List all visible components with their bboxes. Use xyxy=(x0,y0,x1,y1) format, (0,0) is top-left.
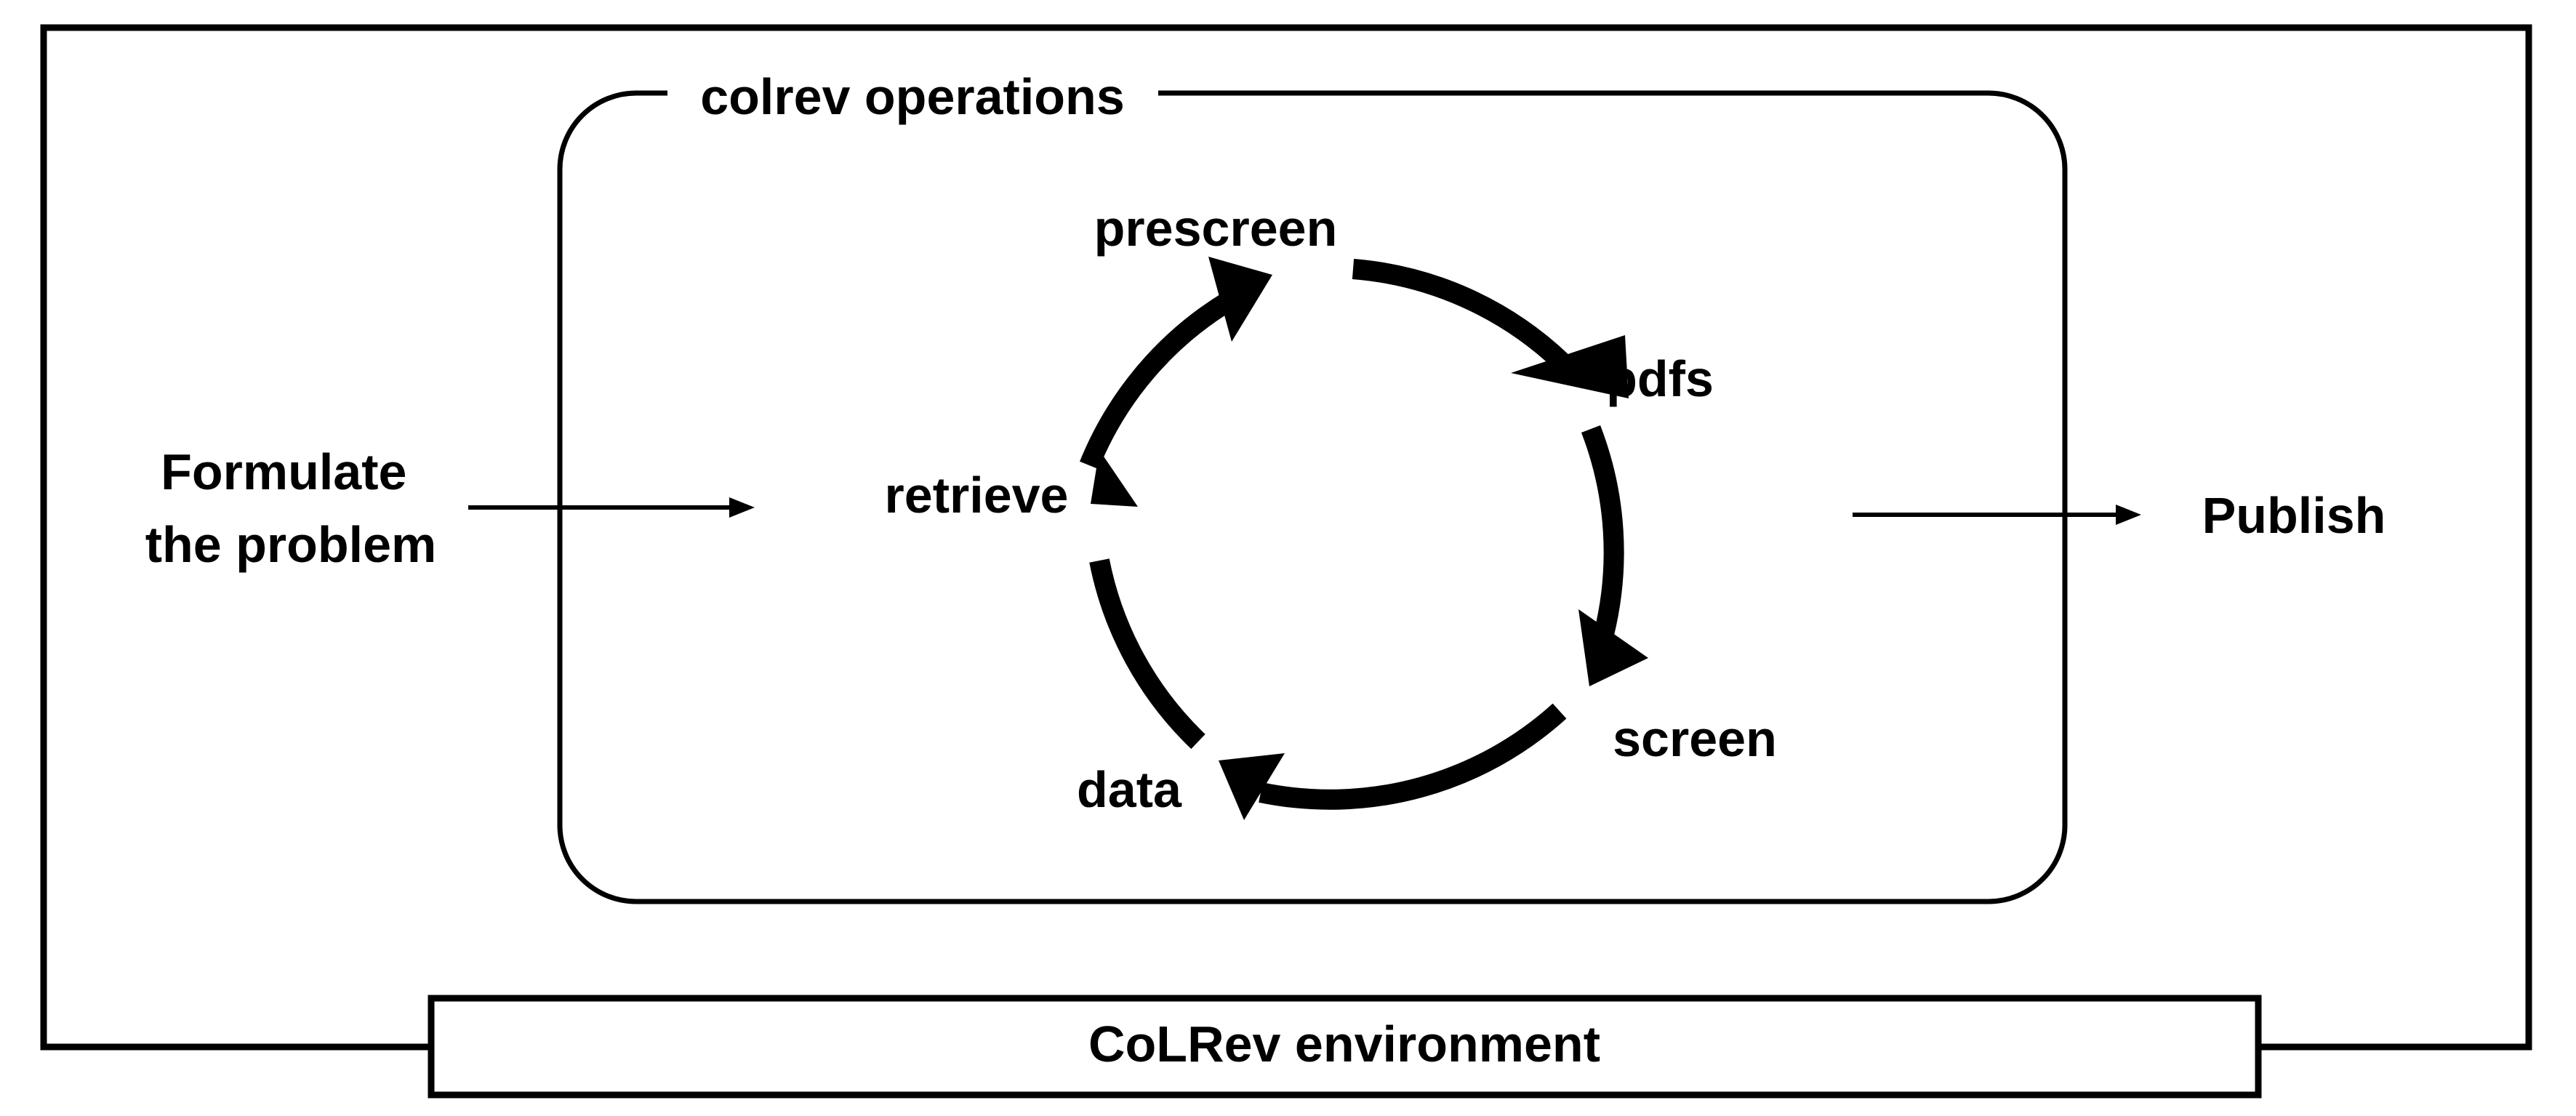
arrowhead-to-retrieve xyxy=(1091,450,1138,507)
arrowhead-to-pdfs xyxy=(1511,335,1629,398)
step-data: data xyxy=(1077,761,1182,818)
step-pdfs: pdfs xyxy=(1606,350,1714,407)
step-retrieve: retrieve xyxy=(885,467,1069,523)
operations-title: colrev operations xyxy=(700,68,1125,125)
arc-data-retrieve xyxy=(1089,558,1205,750)
arc-screen-data xyxy=(1259,703,1567,810)
arc-retrieve-prescreen xyxy=(1080,292,1235,470)
environment-label: CoLRev environment xyxy=(1088,1016,1600,1072)
arrowhead-to-screen xyxy=(1578,609,1648,686)
cycle-arrows xyxy=(1080,259,1624,810)
operations-title-gap xyxy=(667,80,1158,109)
formulate-label-line1: Formulate xyxy=(161,443,406,500)
step-prescreen: prescreen xyxy=(1094,200,1338,257)
publish-label: Publish xyxy=(2202,487,2386,544)
step-screen: screen xyxy=(1613,710,1777,767)
arrowhead-to-prescreen xyxy=(1208,257,1272,342)
arc-pdfs-screen xyxy=(1581,425,1624,637)
input-arrow-head xyxy=(729,497,755,518)
operations-box xyxy=(557,90,2068,904)
arrowhead-to-data xyxy=(1219,753,1285,820)
environment-label-box xyxy=(428,995,2262,1099)
output-arrow-head xyxy=(2116,505,2141,525)
formulate-label: Formulate the problem xyxy=(145,443,437,573)
cycle-arrowheads xyxy=(1091,257,1648,820)
arc-prescreen-pdfs xyxy=(1352,259,1569,370)
formulate-label-line2: the problem xyxy=(145,516,437,573)
